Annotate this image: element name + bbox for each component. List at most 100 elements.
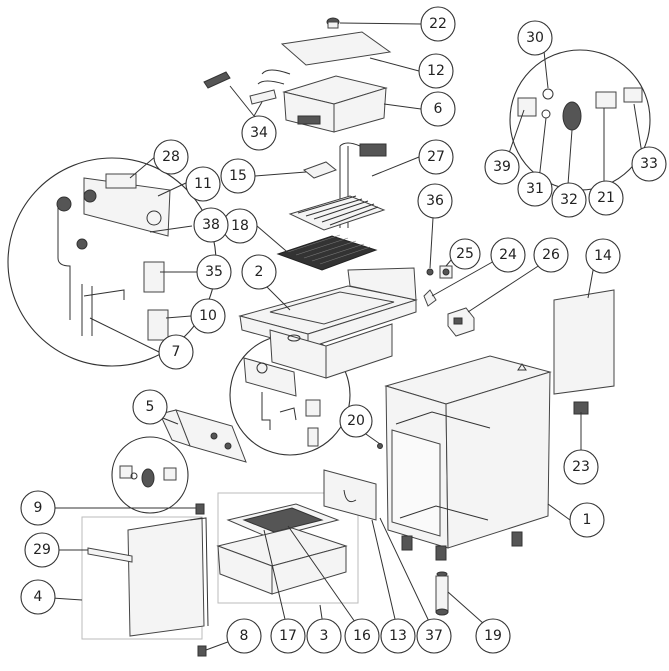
part-22-cap <box>326 17 340 29</box>
svg-text:5: 5 <box>146 399 155 415</box>
callout-35: 35 <box>196 254 232 290</box>
callout-31: 31 <box>517 171 553 207</box>
svg-text:17: 17 <box>279 628 297 644</box>
callout-26: 26 <box>533 237 569 273</box>
svg-text:32: 32 <box>560 192 578 208</box>
svg-text:23: 23 <box>572 459 590 475</box>
callout-9: 9 <box>20 490 56 526</box>
callout-11: 11 <box>185 166 221 202</box>
callout-34: 34 <box>241 115 277 151</box>
svg-text:11: 11 <box>194 176 212 192</box>
svg-text:18: 18 <box>231 218 249 234</box>
detail-controls-parts <box>517 87 643 131</box>
svg-text:8: 8 <box>240 628 249 644</box>
callout-17: 17 <box>270 618 306 654</box>
part-34-handles <box>203 71 277 105</box>
svg-text:34: 34 <box>250 125 268 141</box>
svg-text:13: 13 <box>389 628 407 644</box>
svg-text:38: 38 <box>202 217 220 233</box>
part-6-basket <box>257 69 388 133</box>
callout-27: 27 <box>418 139 454 175</box>
callout-7: 7 <box>158 334 194 370</box>
part-3-drain-pan <box>216 503 348 595</box>
callout-30: 30 <box>517 20 553 56</box>
part-25-thermostat <box>439 265 453 279</box>
svg-text:4: 4 <box>34 589 43 605</box>
callout-36: 36 <box>417 183 453 219</box>
svg-text:12: 12 <box>427 63 445 79</box>
svg-text:7: 7 <box>172 344 181 360</box>
callout-5: 5 <box>132 389 168 425</box>
part-27-heating-element <box>288 142 387 231</box>
callout-3: 3 <box>306 618 342 654</box>
svg-text:1: 1 <box>583 512 592 528</box>
callout-39: 39 <box>484 149 520 185</box>
part-24-knob <box>423 289 437 307</box>
part-15-bracket <box>302 161 338 179</box>
part-29-door-handle <box>87 547 133 563</box>
part-9-hinge <box>195 503 205 515</box>
detail-pot-valve-parts <box>243 357 321 447</box>
detail-circle-panel-knobs <box>111 436 189 514</box>
svg-text:2: 2 <box>255 264 264 280</box>
callout-12: 12 <box>418 53 454 89</box>
svg-text:36: 36 <box>426 193 444 209</box>
part-4-door <box>127 517 209 637</box>
svg-text:24: 24 <box>499 247 517 263</box>
callout-8: 8 <box>226 618 262 654</box>
svg-text:35: 35 <box>205 264 223 280</box>
svg-text:6: 6 <box>434 101 443 117</box>
svg-text:15: 15 <box>229 168 247 184</box>
part-12-cover-plate <box>280 31 392 66</box>
callout-22: 22 <box>420 6 456 42</box>
svg-text:25: 25 <box>456 246 474 262</box>
callout-28: 28 <box>153 139 189 175</box>
svg-text:37: 37 <box>425 628 443 644</box>
callout-14: 14 <box>585 238 621 274</box>
svg-text:28: 28 <box>162 149 180 165</box>
callout-33: 33 <box>631 146 667 182</box>
callout-2: 2 <box>241 254 277 290</box>
callout-13: 13 <box>380 618 416 654</box>
svg-text:19: 19 <box>484 628 502 644</box>
callout-16: 16 <box>344 618 380 654</box>
svg-text:20: 20 <box>347 413 365 429</box>
detail-plumbing-parts <box>56 173 171 341</box>
svg-text:39: 39 <box>493 159 511 175</box>
svg-text:16: 16 <box>353 628 371 644</box>
part-18-grid-rack <box>276 234 378 271</box>
callouts: 22 12 6 34 15 27 18 2 36 25 24 26 14 30 … <box>20 6 667 654</box>
part-2-fry-pot <box>238 267 418 379</box>
svg-text:26: 26 <box>542 247 560 263</box>
svg-text:10: 10 <box>199 308 217 324</box>
part-1-cabinet <box>384 355 552 561</box>
svg-text:27: 27 <box>427 149 445 165</box>
callout-4: 4 <box>20 579 56 615</box>
callout-38: 38 <box>193 207 229 243</box>
svg-text:3: 3 <box>320 628 329 644</box>
callout-21: 21 <box>588 180 624 216</box>
part-36-screw <box>426 268 434 276</box>
part-8-hinge <box>197 645 207 657</box>
callout-29: 29 <box>24 532 60 568</box>
part-20-screw <box>377 443 383 449</box>
part-5-control-panel <box>159 409 247 463</box>
part-19-leg <box>435 571 449 616</box>
svg-text:29: 29 <box>33 542 51 558</box>
callout-19: 19 <box>475 618 511 654</box>
callout-25: 25 <box>449 238 481 270</box>
callout-6: 6 <box>420 91 456 127</box>
part-13-back-plate <box>323 469 377 521</box>
callout-32: 32 <box>551 182 587 218</box>
callout-1: 1 <box>569 502 605 538</box>
callout-24: 24 <box>490 237 526 273</box>
svg-text:14: 14 <box>594 248 612 264</box>
svg-text:30: 30 <box>526 30 544 46</box>
callout-23: 23 <box>563 449 599 485</box>
callout-20: 20 <box>339 404 373 438</box>
callout-15: 15 <box>220 158 256 194</box>
svg-text:21: 21 <box>597 190 615 206</box>
part-26-switch-box <box>447 307 475 337</box>
part-14-side-panel <box>553 289 615 395</box>
